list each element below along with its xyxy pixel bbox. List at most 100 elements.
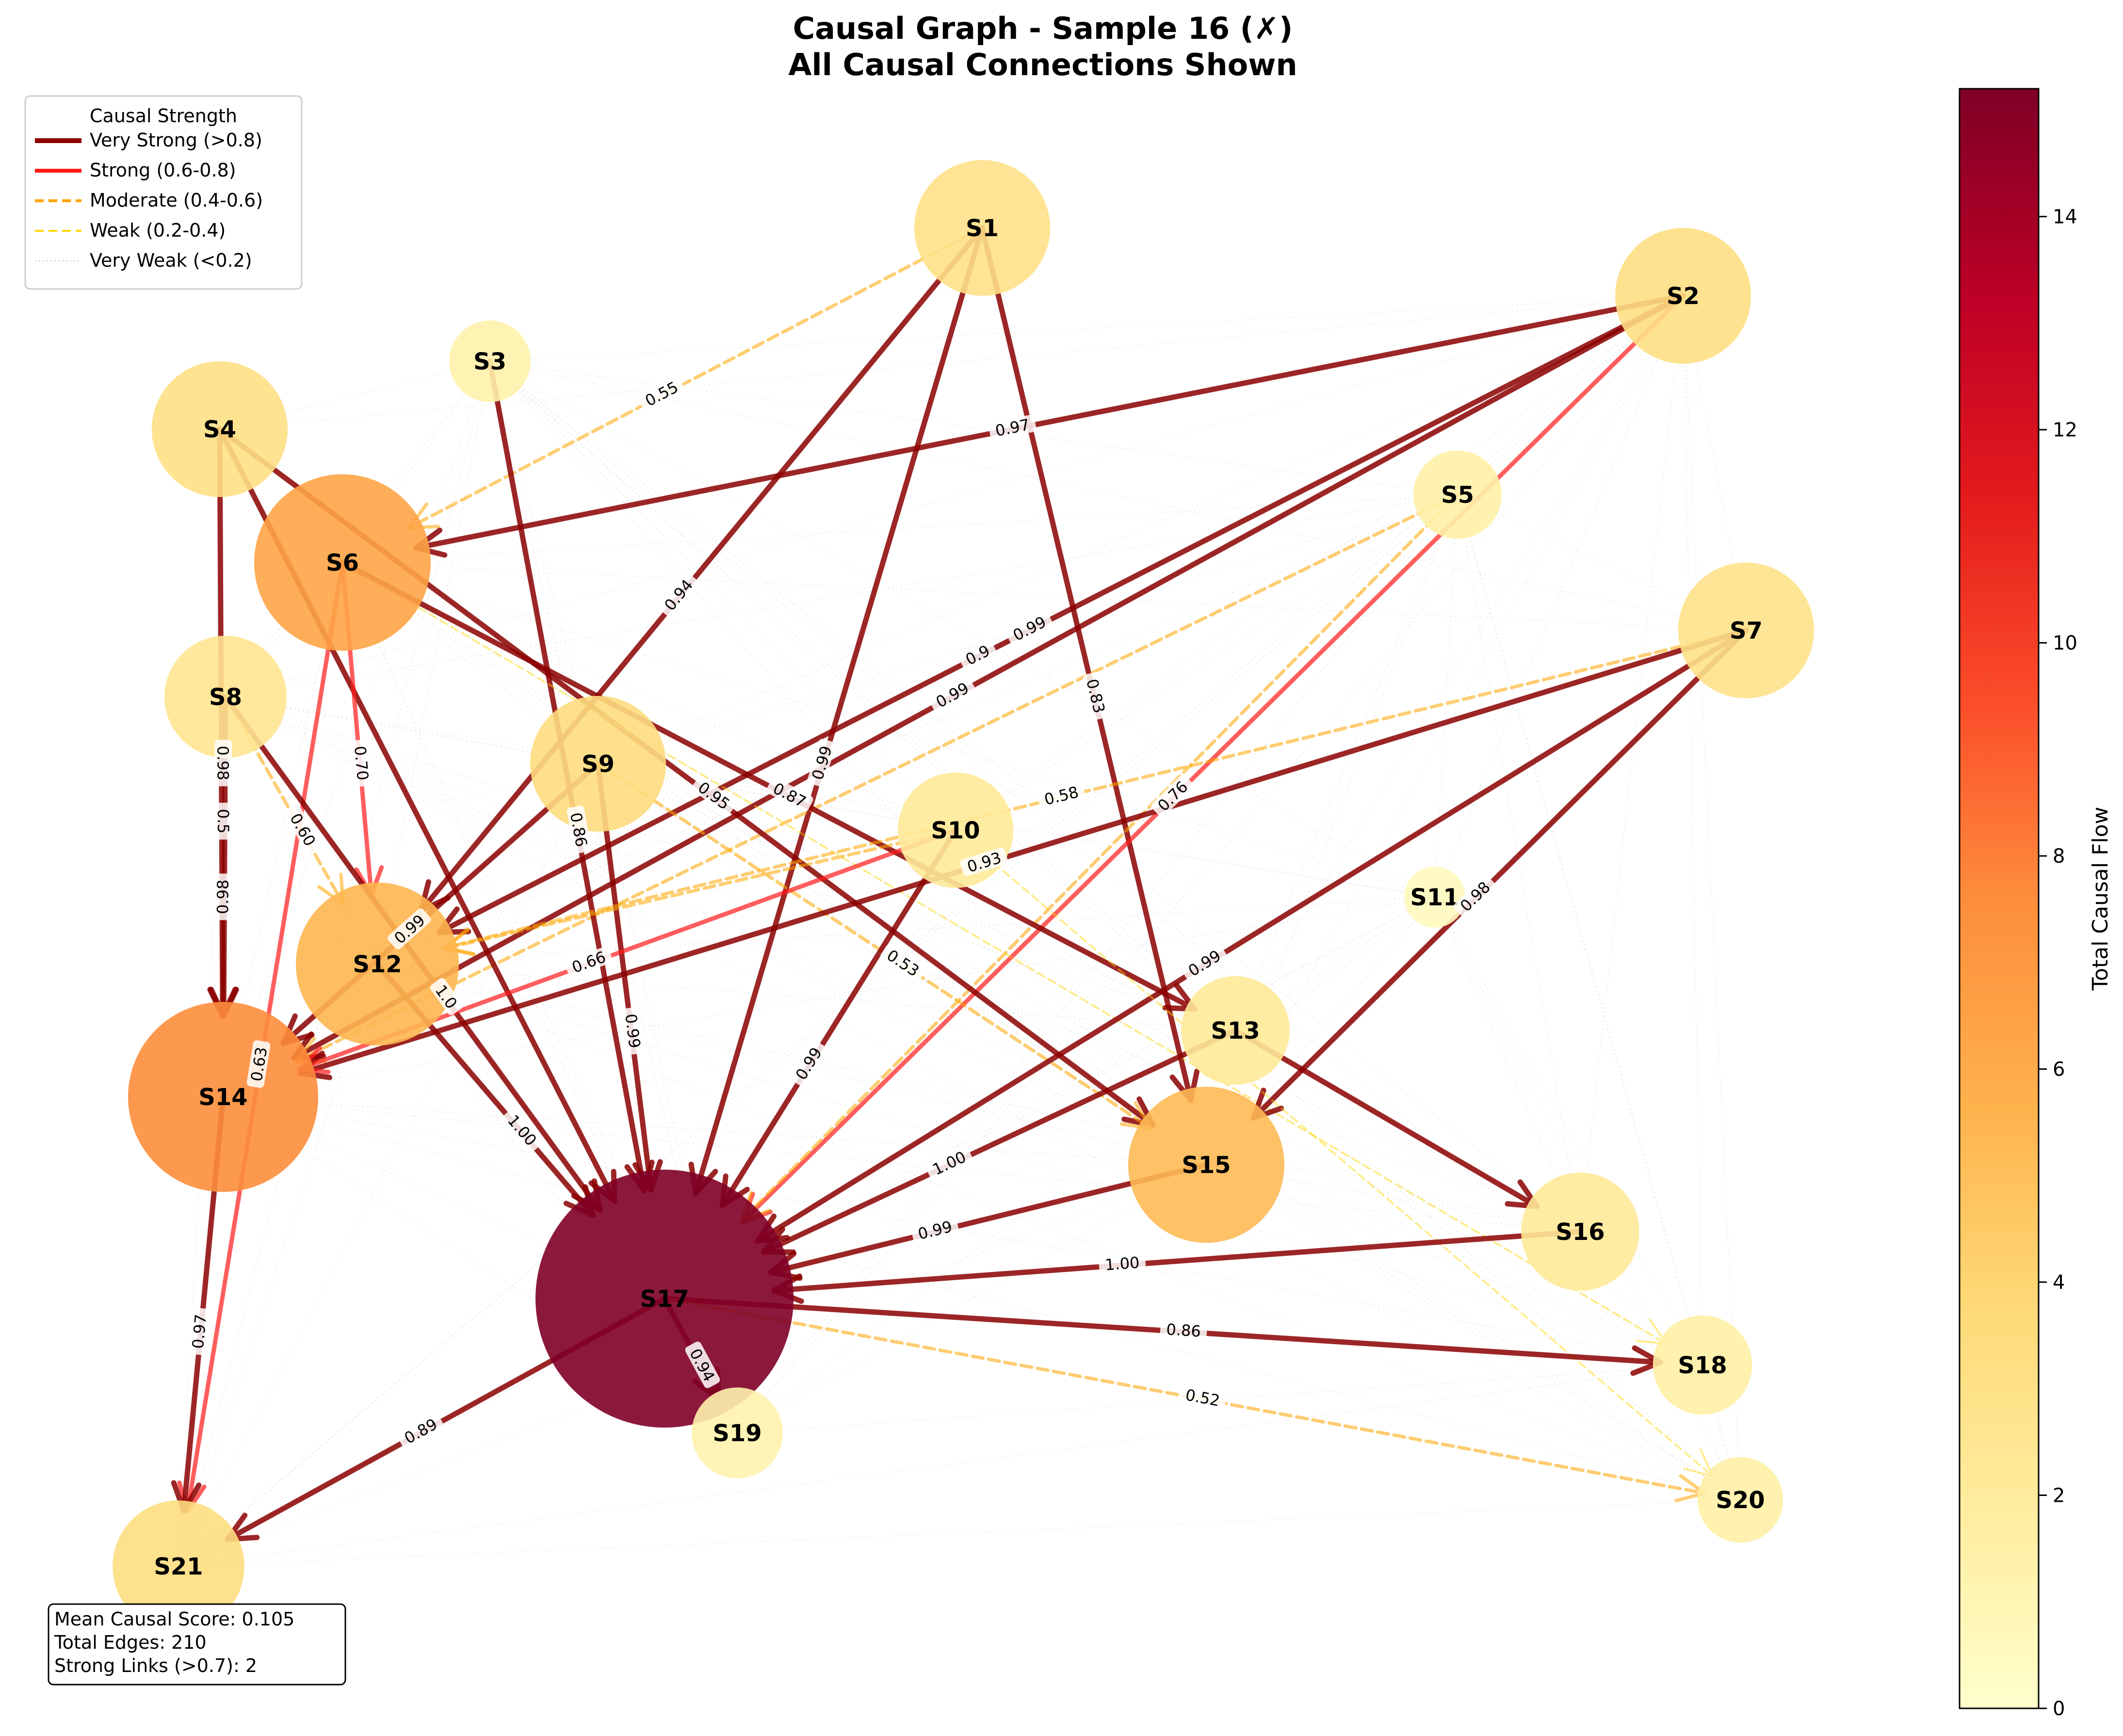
node-s21: S21 — [113, 1500, 244, 1632]
very-weak-edge — [178, 964, 378, 1567]
very-weak-edge — [178, 494, 1458, 1567]
colorbar-tick: 4 — [2039, 1271, 2065, 1294]
edge-label: 1.00 — [1099, 1253, 1146, 1274]
edge-S10-S20 — [955, 829, 1714, 1478]
edge-S10-S17 — [719, 827, 958, 1208]
svg-text:0.52: 0.52 — [1184, 1385, 1221, 1410]
node-circle — [1678, 563, 1814, 698]
very-weak-edge — [225, 494, 1458, 697]
node-circle — [1128, 1087, 1284, 1243]
node-circle — [1653, 1315, 1752, 1415]
colorbar-tick: 8 — [2039, 845, 2065, 868]
edge-label: 1.00 — [502, 1108, 543, 1152]
svg-text:14: 14 — [2053, 206, 2077, 228]
edge-S2-S12 — [436, 293, 1686, 935]
very-weak-edge — [1206, 1164, 1703, 1366]
node-circle — [530, 696, 666, 832]
very-weak-edge — [489, 361, 956, 831]
node-s1: S1 — [914, 160, 1050, 296]
node-circle — [1697, 1457, 1783, 1543]
very-weak-edge — [1206, 1164, 1741, 1500]
node-label: S20 — [1716, 1487, 1765, 1514]
svg-text:0: 0 — [2053, 1698, 2065, 1720]
node-label: S15 — [1182, 1152, 1231, 1179]
very-weak-edge — [1580, 295, 1684, 1232]
stats-box: Mean Causal Score: 0.105 Total Edges: 21… — [48, 1603, 346, 1686]
edge-label: 1.00 — [925, 1146, 973, 1179]
edge-label: 0.55 — [638, 376, 685, 411]
node-label: S6 — [326, 549, 359, 577]
very-weak-edge — [955, 494, 1458, 831]
edge-S5-S17 — [740, 493, 1459, 1222]
svg-text:0.99: 0.99 — [916, 1217, 954, 1243]
svg-text:Strong (0.6-0.8): Strong (0.6-0.8) — [90, 160, 236, 181]
very-weak-edge — [223, 1096, 1741, 1500]
svg-text:2: 2 — [2053, 1485, 2065, 1507]
very-weak-edge — [1434, 295, 1684, 898]
node-label: S11 — [1410, 884, 1459, 911]
very-weak-edge — [737, 897, 1435, 1433]
very-weak-edge — [1457, 494, 1581, 1232]
very-weak-edge — [489, 361, 1458, 495]
node-circle — [152, 361, 288, 497]
node-label: S18 — [1678, 1352, 1727, 1379]
very-weak-edge — [1434, 494, 1458, 898]
node-label: S21 — [154, 1553, 203, 1580]
very-weak-edge — [342, 562, 1581, 1232]
stats-box-frame — [48, 1603, 346, 1686]
very-weak-edge — [1683, 295, 1703, 1366]
very-weak-edge — [1235, 494, 1458, 1031]
svg-text:0.58: 0.58 — [1042, 783, 1080, 809]
node-circle — [1404, 867, 1465, 928]
very-weak-edge — [377, 897, 1435, 964]
very-weak-edge — [342, 562, 1435, 898]
colorbar-gradient — [1959, 88, 2040, 1709]
node-s11: S11 — [1404, 867, 1465, 928]
very-weak-edge — [489, 361, 1207, 1165]
edge-label: 0.86 — [1160, 1319, 1207, 1341]
very-weak-edge — [1235, 295, 1684, 1031]
very-weak-edge — [225, 696, 1581, 1232]
legend-item: Very Weak (<0.2) — [35, 250, 252, 271]
edge-S9-S15 — [596, 762, 1153, 1130]
node-s17: S17 — [535, 1170, 794, 1428]
svg-text:0.98: 0.98 — [213, 880, 232, 914]
edge-label: 0.98 — [213, 873, 232, 920]
chart-title-line1: Causal Graph - Sample 16 (✗) — [793, 11, 1293, 46]
very-weak-edge — [489, 361, 1236, 1031]
svg-text:0.5: 0.5 — [214, 809, 232, 834]
node-circle — [914, 160, 1050, 296]
node-s4: S4 — [152, 361, 288, 497]
svg-text:8: 8 — [2053, 845, 2065, 868]
very-weak-edge — [342, 562, 1207, 1165]
node-label: S17 — [640, 1286, 689, 1313]
very-weak-edge — [737, 494, 1458, 1433]
colorbar-tick: 6 — [2039, 1059, 2065, 1081]
svg-text:0.83: 0.83 — [1083, 677, 1109, 715]
svg-text:1.00: 1.00 — [1104, 1253, 1140, 1274]
edge-label: 0.70 — [351, 739, 373, 787]
edge-label: 0.66 — [565, 947, 613, 977]
very-weak-edge — [489, 361, 1581, 1232]
edge-label: 0.89 — [397, 1413, 444, 1448]
very-weak-edge — [377, 964, 1581, 1232]
node-label: S2 — [1667, 283, 1700, 310]
node-circle — [128, 1002, 318, 1192]
edge-label: 0.99 — [1181, 945, 1228, 981]
very-weak-edge — [1457, 494, 1747, 631]
very-weak-edge — [223, 1096, 1581, 1232]
node-s19: S19 — [692, 1387, 783, 1479]
node-label: S7 — [1730, 617, 1763, 644]
very-weak-edge — [178, 696, 226, 1567]
chart-title-line2: All Causal Connections Shown — [788, 47, 1297, 82]
very-weak-edge — [598, 763, 1207, 1165]
edge-label: 0.99 — [911, 1216, 959, 1243]
node-circle — [254, 474, 431, 651]
node-label: S16 — [1556, 1219, 1604, 1246]
edge-label: 0.83 — [1083, 672, 1109, 720]
very-weak-edge — [225, 696, 1741, 1500]
svg-text:0.97: 0.97 — [189, 1313, 211, 1350]
svg-text:Weak (0.2-0.4): Weak (0.2-0.4) — [90, 220, 226, 241]
